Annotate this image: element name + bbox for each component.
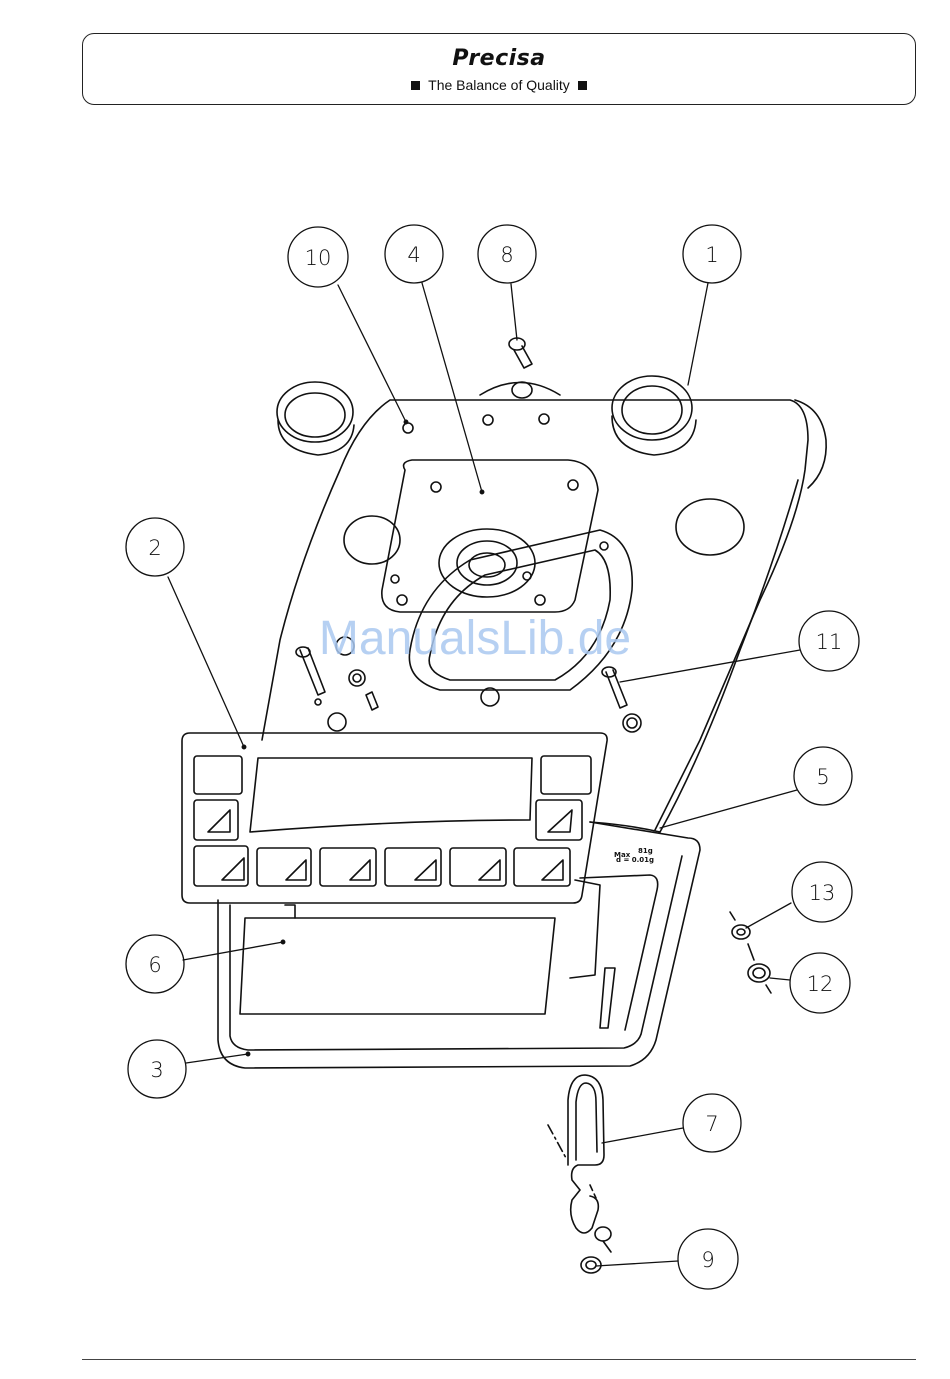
callout-9: 9 (678, 1229, 738, 1289)
screw-8 (509, 338, 532, 368)
svg-text:13: 13 (809, 881, 836, 905)
callout-2: 2 (126, 518, 184, 576)
rating-plate-d: d = 0.01g (616, 856, 654, 864)
load-plate-assembly (382, 460, 632, 706)
hook-7 (548, 1075, 604, 1233)
svg-text:12: 12 (807, 972, 834, 996)
svg-text:2: 2 (148, 536, 161, 560)
callout-5: 5 (794, 747, 852, 805)
watermark: ManualsLib.de (319, 612, 631, 665)
callout-1: 1 (683, 225, 741, 283)
callout-11: 11 (799, 611, 859, 671)
svg-text:7: 7 (705, 1112, 718, 1136)
callout-10: 10 (288, 227, 348, 287)
keypad-overlay (182, 733, 607, 903)
callout-7: 7 (683, 1094, 741, 1152)
footer-rule (82, 1359, 916, 1360)
callout-13: 13 (792, 862, 852, 922)
svg-text:1: 1 (705, 243, 718, 267)
svg-text:4: 4 (407, 243, 420, 267)
callout-8: 8 (478, 225, 536, 283)
foot-cylinder-right (612, 376, 696, 455)
rating-plate-max-value: 81g (638, 847, 653, 855)
callout-12: 12 (790, 953, 850, 1013)
top-screws (403, 382, 560, 433)
callout-circles: 10 4 8 1 2 11 5 13 6 12 3 7 9 (126, 225, 859, 1289)
callout-6: 6 (126, 935, 184, 993)
callout-3: 3 (128, 1040, 186, 1098)
display-housing: Max 81g d = 0.01g (218, 822, 700, 1068)
svg-text:6: 6 (148, 953, 161, 977)
callout-4: 4 (385, 225, 443, 283)
screw-11 (602, 667, 641, 732)
svg-text:3: 3 (150, 1058, 163, 1082)
foot-cylinder-left (277, 382, 354, 455)
housing-opening-right (676, 499, 744, 555)
svg-text:8: 8 (500, 243, 513, 267)
svg-text:5: 5 (816, 765, 829, 789)
display-window (240, 905, 555, 1014)
svg-text:10: 10 (305, 246, 332, 270)
nut-12 (748, 964, 771, 993)
svg-text:9: 9 (701, 1248, 714, 1272)
svg-text:11: 11 (816, 630, 843, 654)
washer-13 (730, 912, 754, 960)
